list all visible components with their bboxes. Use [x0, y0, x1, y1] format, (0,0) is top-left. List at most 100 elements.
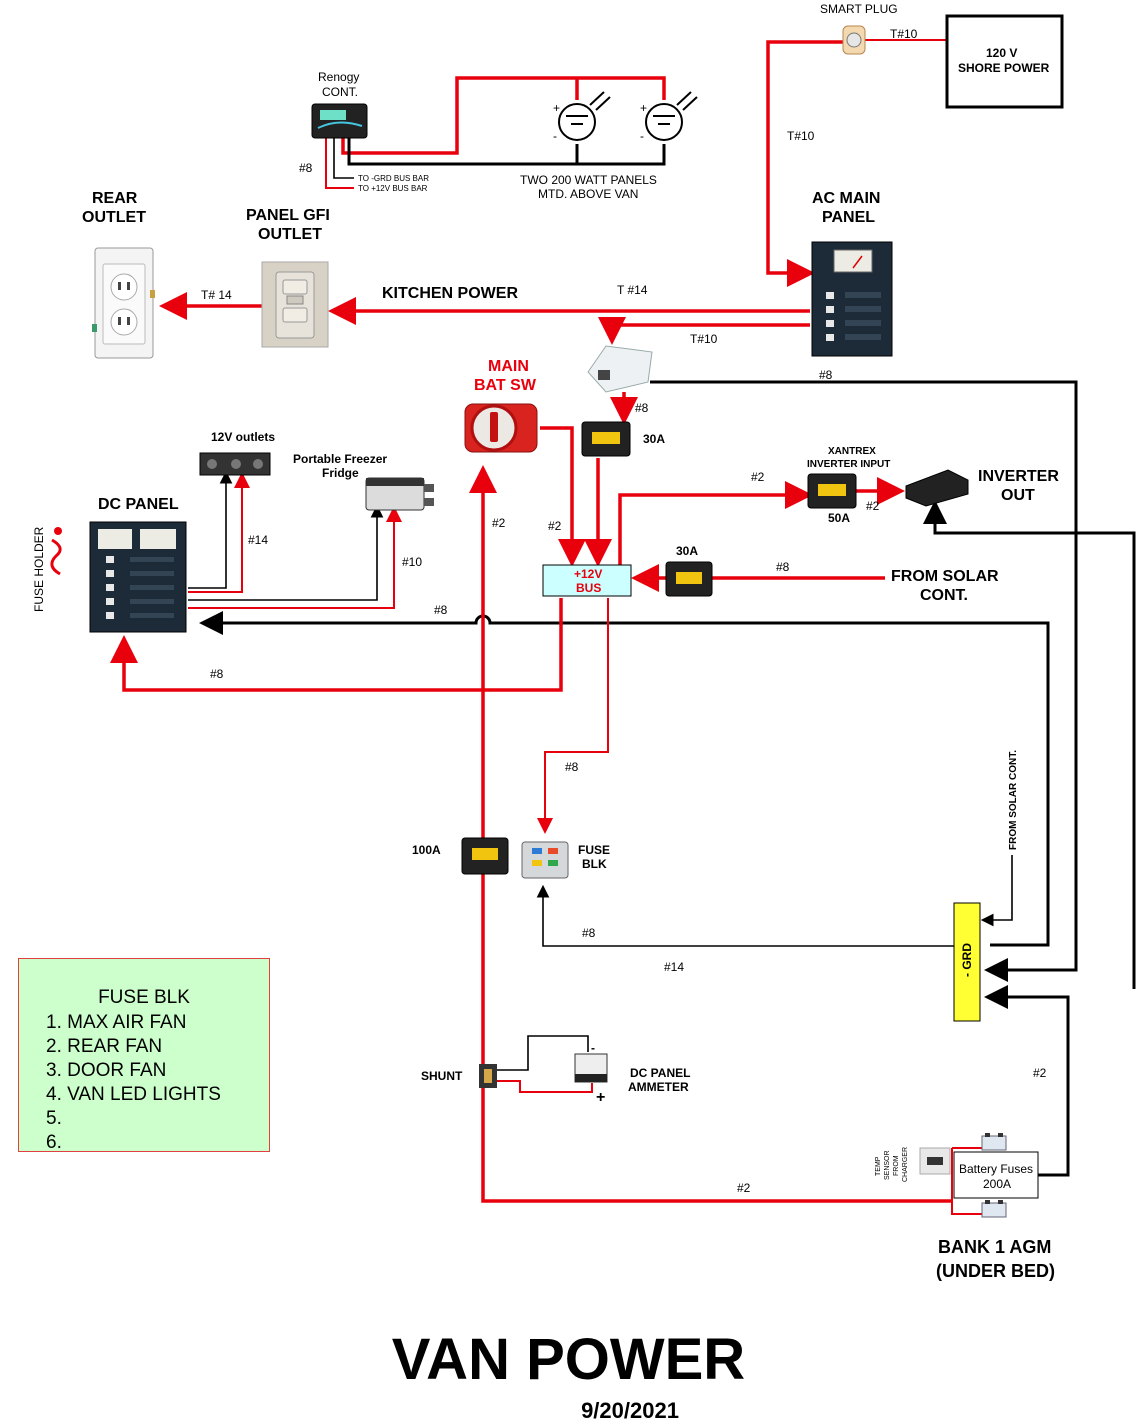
label-main-bat-2: BAT SW: [474, 377, 537, 394]
label-wire-14: #14: [248, 533, 268, 547]
wire-charger-ground: [650, 380, 1078, 982]
svg-text:+: +: [596, 1089, 605, 1106]
label-wire-8-charger-down: #8: [635, 401, 649, 415]
label-ac-main-1: AC MAIN: [812, 190, 880, 207]
portable-freezer-icon: [365, 477, 434, 511]
label-panels-2: MTD. ABOVE VAN: [538, 187, 638, 201]
label-main-bat-1: MAIN: [488, 358, 529, 375]
label-fuse-50a: 50A: [828, 511, 850, 525]
label-outlets-12v: 12V outlets: [211, 430, 275, 444]
label-xantrex-2: INVERTER INPUT: [807, 459, 890, 470]
wire-dc-to-freezer-pos: [188, 506, 402, 609]
label-fuse-100a: 100A: [412, 843, 441, 857]
label-bat-fuses-2: 200A: [983, 1177, 1011, 1191]
wire-bus-to-fuseblk: [537, 598, 609, 834]
label-fuse-30a-top: 30A: [643, 432, 665, 446]
fuse-30a-solar-icon: [665, 561, 713, 597]
fuse-block-legend: FUSE BLK 1. MAX AIR FAN 2. REAR FAN 3. D…: [18, 958, 270, 1155]
label-temp-3: FROM: [893, 1155, 900, 1176]
label-wire-8-charger: #8: [819, 368, 833, 382]
label-from-solar-2: CONT.: [920, 587, 968, 604]
label-temp-2: SENSOR: [884, 1150, 891, 1180]
label-t14-rear: T# 14: [201, 288, 232, 302]
label-wire-8-fuseblk: #8: [565, 760, 579, 774]
wire-solar-ground: [980, 855, 1013, 927]
label-temp-4: CHARGER: [902, 1147, 909, 1182]
label-renogy-2: CONT.: [322, 85, 358, 99]
temp-sensor-icon: [919, 1147, 951, 1175]
label-wire-10: #10: [402, 555, 422, 569]
label-rear-outlet-2: OUTLET: [82, 209, 146, 226]
svg-text:+: +: [553, 101, 560, 115]
wire-plug-to-ac-main: [766, 40, 845, 287]
inverter-icon: [905, 469, 969, 507]
battery-charger-icon: [587, 345, 653, 393]
outlets-12v-icon: [199, 452, 271, 476]
fuse-50a-icon: [807, 473, 857, 509]
battery-bottom-icon: [981, 1200, 1007, 1218]
rear-outlet-icon: [92, 247, 155, 359]
legend-item: 3. DOOR FAN: [46, 1060, 167, 1081]
battery-fuses-box: [953, 1151, 1039, 1199]
label-panels-1: TWO 200 WATT PANELS: [520, 173, 657, 187]
wire-panels-negative: [347, 130, 666, 166]
wire-dc-to-12v-pos: [188, 472, 250, 593]
wire-ac-to-charger: [598, 317, 810, 345]
label-bus-2: BUS: [576, 581, 601, 595]
label-panel-gfi-2: OUTLET: [258, 226, 322, 243]
label-bat-fuses-1: Battery Fuses: [959, 1162, 1033, 1176]
svg-text:-: -: [640, 129, 644, 143]
label-smart-plug: SMART PLUG: [820, 2, 898, 16]
wire-bus-to-dc-panel: [110, 598, 563, 692]
label-kitchen-power: KITCHEN POWER: [382, 285, 518, 302]
label-t10-top: T#10: [890, 27, 918, 41]
diagram-date: 9/20/2021: [581, 1398, 679, 1423]
label-bank-1: BANK 1 AGM: [938, 1237, 1051, 1257]
wire-dc-to-12v-neg: [188, 470, 233, 589]
label-wire-2-sw: #2: [492, 516, 506, 530]
fuse-holder-icon: [50, 527, 62, 576]
legend-item: 2. REAR FAN: [46, 1036, 163, 1057]
label-wire-2-bottom: #2: [737, 1181, 751, 1195]
wire-inverter-ground: [923, 500, 1136, 989]
legend-list: 1. MAX AIR FAN 2. REAR FAN 3. DOOR FAN 4…: [46, 1011, 221, 1155]
solar-panel-2-icon: +-: [640, 91, 698, 143]
label-shore-power-1: 120 V: [986, 46, 1017, 60]
label-renogy-1: Renogy: [318, 70, 359, 84]
label-wire-8-renogy: #8: [299, 161, 313, 175]
label-freezer-1: Portable Freezer: [293, 452, 387, 466]
label-rear-outlet-1: REAR: [92, 190, 138, 207]
svg-text:-: -: [553, 129, 557, 143]
label-dc-panel: DC PANEL: [98, 496, 179, 513]
wire-bus-to-inverter-fuse: [618, 481, 813, 566]
label-wire-2-inv: #2: [751, 470, 765, 484]
legend-item: 6.: [46, 1132, 62, 1153]
label-temp-1: TEMP: [875, 1156, 882, 1176]
gfi-outlet-icon: [261, 261, 329, 348]
label-from-solar-vert: FROM SOLAR CONT.: [1008, 750, 1019, 850]
solar-panel-1-icon: +-: [553, 91, 611, 143]
diagram-title: VAN POWER: [391, 1327, 746, 1392]
label-shunt: SHUNT: [421, 1069, 463, 1083]
wire-grd-to-fuseblk: [536, 884, 954, 947]
label-ammeter-2: AMMETER: [628, 1080, 689, 1094]
label-to-12v-bus: TO +12V BUS BAR: [358, 184, 428, 193]
renogy-controller-icon: [311, 103, 368, 139]
wire-shunt-to-ammeter-pos: [497, 1080, 593, 1093]
label-wire-8-grd-fuse: #8: [582, 926, 596, 940]
svg-text:-: -: [591, 1041, 595, 1055]
wire-shunt-to-ammeter-neg: [497, 1035, 589, 1071]
shore-power-box: [945, 14, 1064, 109]
battery-top-icon: [981, 1133, 1007, 1151]
wire-panels-positive: [341, 76, 666, 155]
label-shore-power-2: SHORE POWER: [958, 61, 1050, 75]
svg-text:+: +: [640, 101, 647, 115]
fuse-30a-top-icon: [581, 421, 631, 457]
label-bus-1: +12V: [574, 567, 602, 581]
label-from-solar-1: FROM SOLAR: [891, 568, 999, 585]
label-panel-gfi-1: PANEL GFI: [246, 207, 330, 224]
label-fuse-blk-1: FUSE: [578, 843, 610, 857]
label-wire-2-bus: #2: [548, 519, 562, 533]
wire-battery-fuses: [951, 1148, 982, 1215]
